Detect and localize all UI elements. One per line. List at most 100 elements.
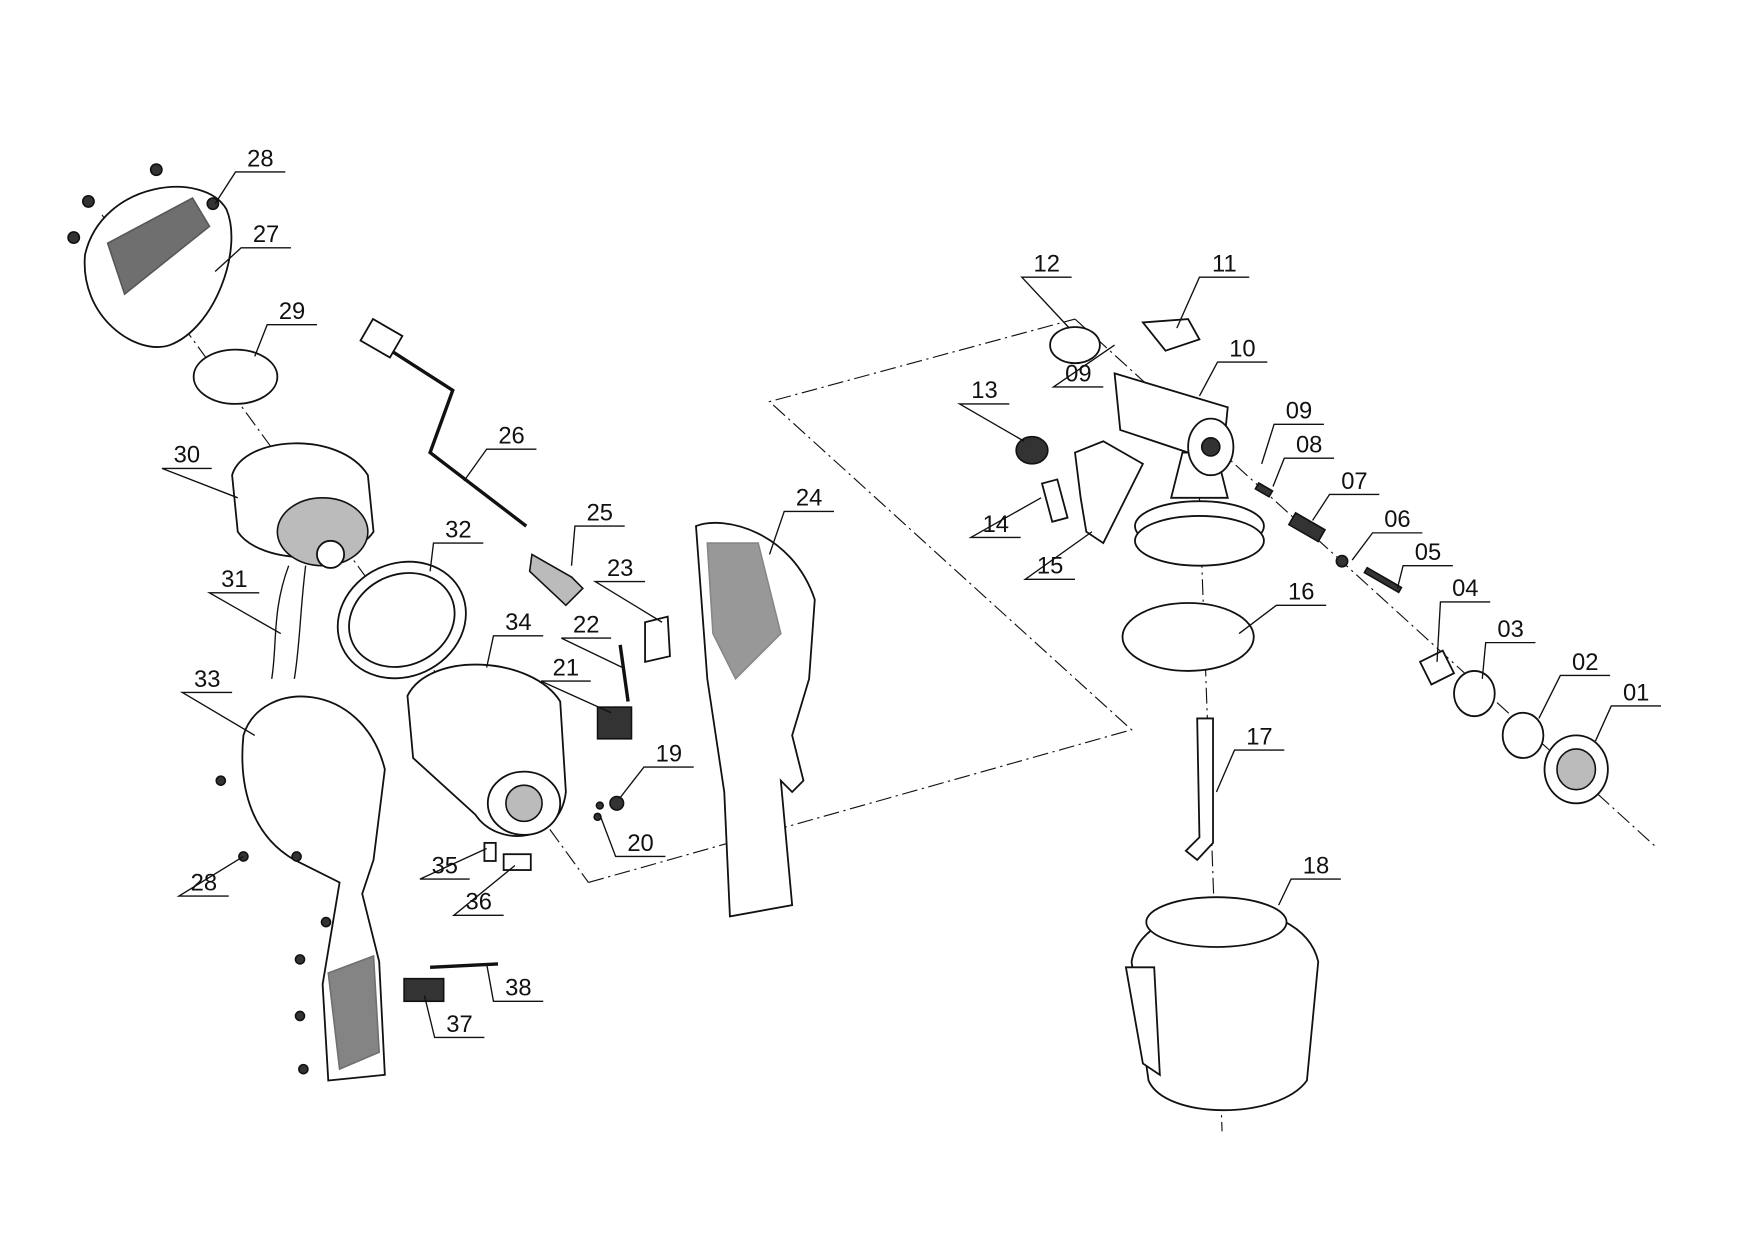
leader-line bbox=[1396, 565, 1453, 589]
leader-line bbox=[429, 542, 484, 572]
leader-line bbox=[968, 497, 1042, 539]
leader-line bbox=[1351, 532, 1423, 561]
callout-31: 31 bbox=[206, 566, 282, 635]
part-number: 11 bbox=[1212, 251, 1237, 278]
leader-line bbox=[1023, 531, 1093, 580]
part-number: 09 bbox=[1286, 398, 1312, 425]
part-35 bbox=[483, 841, 497, 862]
motor bbox=[231, 442, 375, 569]
callout-20: 20 bbox=[599, 814, 666, 858]
part-number: 25 bbox=[587, 499, 613, 526]
fan-housing bbox=[406, 663, 567, 837]
cable-grommet bbox=[528, 553, 584, 607]
leader-line bbox=[1020, 276, 1072, 329]
part-number: 31 bbox=[221, 566, 247, 593]
leader-line bbox=[254, 324, 317, 357]
leader-line bbox=[1215, 749, 1285, 793]
callout-28: 28 bbox=[214, 145, 286, 205]
leader-line bbox=[206, 592, 282, 635]
leader-line bbox=[463, 448, 537, 482]
power-cable bbox=[372, 337, 528, 528]
part-number: 28 bbox=[191, 869, 217, 896]
callout-29: 29 bbox=[254, 298, 317, 357]
leader-line bbox=[1312, 493, 1380, 521]
callout-15: 15 bbox=[1023, 531, 1093, 580]
callout-09: 09 bbox=[1261, 398, 1324, 465]
part-number: 03 bbox=[1497, 616, 1523, 643]
leader-line bbox=[214, 171, 286, 205]
callout-16: 16 bbox=[1238, 579, 1327, 635]
part-number: 18 bbox=[1303, 852, 1329, 879]
part-number: 34 bbox=[505, 609, 531, 636]
part-labels: 2827292630322524232221313433192035362838… bbox=[161, 145, 1662, 1039]
callout-38: 38 bbox=[486, 963, 544, 1002]
part-number: 27 bbox=[253, 221, 279, 248]
leader-line bbox=[179, 691, 256, 736]
callout-18: 18 bbox=[1278, 852, 1341, 906]
suction-tube-17 bbox=[1184, 717, 1214, 862]
callout-19: 19 bbox=[619, 740, 694, 799]
leader-line bbox=[1481, 641, 1536, 679]
part-number: 37 bbox=[446, 1011, 472, 1038]
part-number: 12 bbox=[1033, 251, 1059, 278]
part-number: 17 bbox=[1246, 723, 1272, 750]
callout-04: 04 bbox=[1436, 575, 1491, 662]
callout-11: 11 bbox=[1176, 251, 1250, 329]
part-number: 28 bbox=[247, 145, 273, 172]
callout-07: 07 bbox=[1312, 468, 1380, 521]
part-number: 38 bbox=[505, 975, 531, 1002]
part-number: 23 bbox=[607, 555, 633, 582]
leader-line bbox=[1261, 423, 1324, 465]
callout-23: 23 bbox=[592, 555, 663, 623]
trigger-15 bbox=[1074, 440, 1145, 545]
plug bbox=[359, 317, 404, 359]
leader-line bbox=[1278, 878, 1341, 906]
spring-14 bbox=[1040, 478, 1069, 523]
part-number: 35 bbox=[432, 852, 458, 879]
callout-14: 14 bbox=[968, 497, 1042, 539]
callout-22: 22 bbox=[561, 611, 623, 669]
paint-container-18 bbox=[1124, 896, 1320, 1111]
part-number: 10 bbox=[1229, 335, 1255, 362]
part-number: 15 bbox=[1037, 553, 1063, 580]
part-37 bbox=[403, 977, 445, 1003]
leader-line bbox=[214, 247, 291, 273]
clip-11 bbox=[1141, 318, 1201, 352]
callout-25: 25 bbox=[570, 499, 625, 566]
leader-line bbox=[1238, 604, 1327, 635]
callout-36: 36 bbox=[451, 864, 516, 916]
part-number: 01 bbox=[1623, 679, 1649, 706]
spray-body bbox=[1113, 372, 1265, 567]
leader-line bbox=[540, 680, 612, 714]
callout-30: 30 bbox=[161, 442, 239, 499]
part-number: 33 bbox=[194, 666, 220, 693]
o-ring-12 bbox=[1049, 326, 1101, 365]
knob-13 bbox=[1015, 435, 1049, 465]
leader-line bbox=[1272, 457, 1335, 487]
callout-26: 26 bbox=[463, 423, 537, 482]
callout-24: 24 bbox=[768, 485, 835, 555]
leader-line bbox=[619, 766, 694, 799]
leader-line bbox=[419, 847, 487, 880]
part-number: 16 bbox=[1288, 579, 1314, 606]
callout-01: 01 bbox=[1594, 679, 1662, 742]
part-number: 13 bbox=[971, 377, 997, 404]
leader-line bbox=[1436, 601, 1491, 662]
part-number: 19 bbox=[656, 740, 682, 767]
leader-line bbox=[1538, 674, 1611, 719]
callout-10: 10 bbox=[1198, 335, 1268, 397]
callout-27: 27 bbox=[214, 221, 291, 273]
leader-line bbox=[957, 403, 1025, 442]
part-number: 08 bbox=[1296, 432, 1322, 459]
housing-screws bbox=[215, 775, 332, 1075]
callout-33: 33 bbox=[179, 666, 256, 736]
leader-line bbox=[1198, 361, 1268, 397]
leader-line bbox=[486, 635, 544, 668]
leader-line bbox=[1051, 344, 1115, 388]
part-number: 36 bbox=[466, 889, 492, 916]
leader-line bbox=[1594, 705, 1662, 742]
switch-23 bbox=[644, 615, 671, 663]
callout-13: 13 bbox=[957, 377, 1025, 442]
part-number: 30 bbox=[174, 442, 200, 469]
